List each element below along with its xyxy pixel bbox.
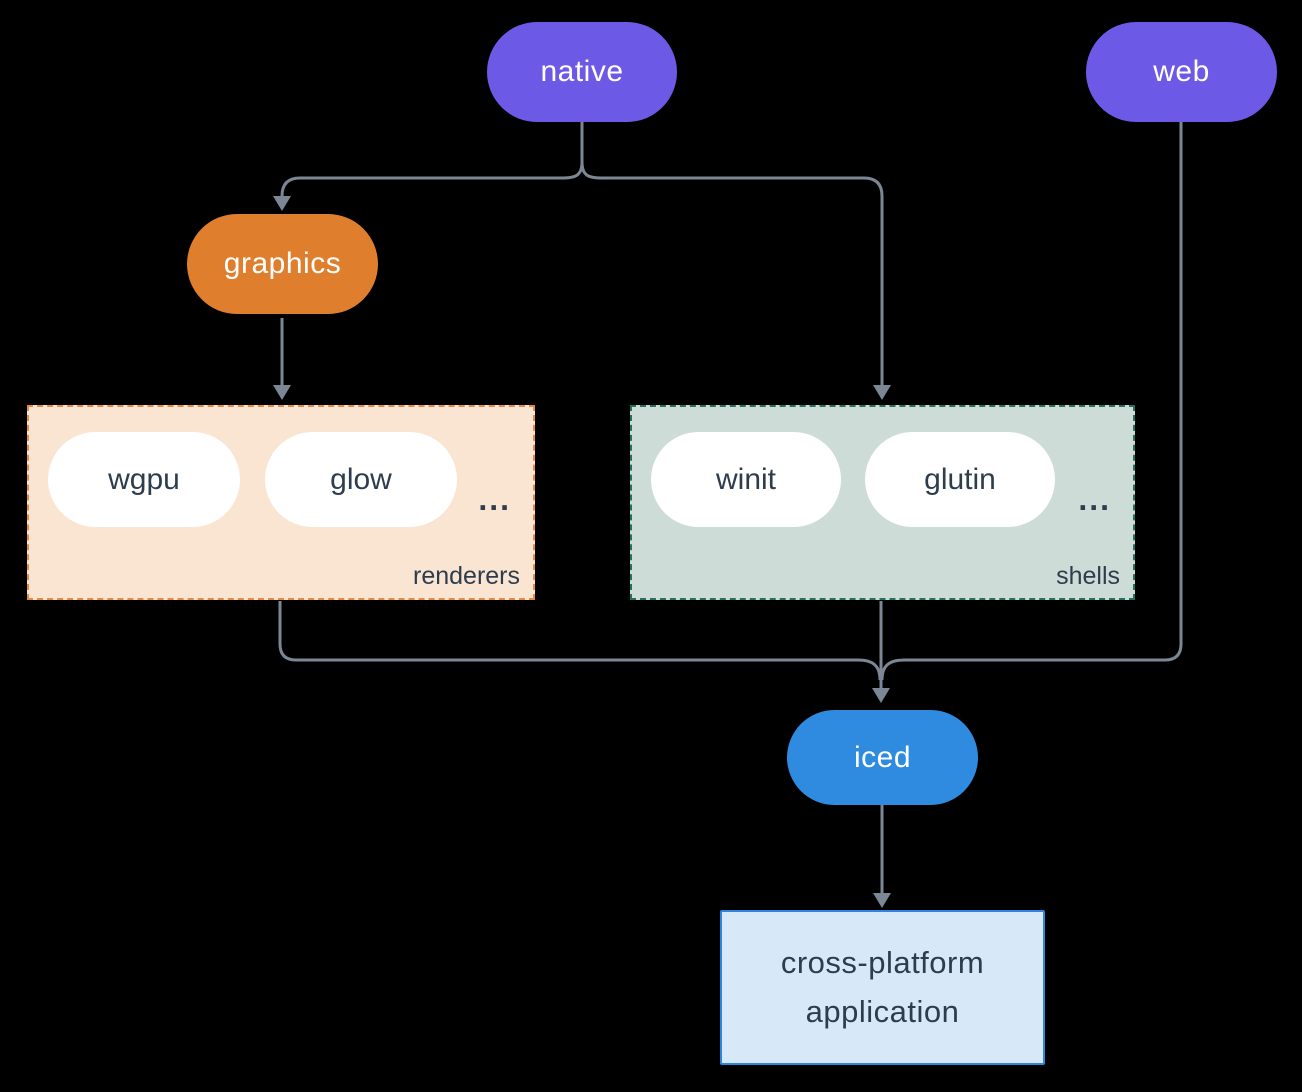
arrowhead-graphics	[273, 196, 291, 211]
node-winit: winit	[651, 432, 841, 527]
node-glow: glow	[265, 432, 457, 527]
node-cross-platform-application: cross-platform application	[720, 910, 1045, 1065]
node-glutin: glutin	[865, 432, 1055, 527]
renderers-label: renderers	[413, 562, 520, 590]
node-web: web	[1086, 22, 1277, 122]
shells-label: shells	[1056, 562, 1120, 590]
node-graphics: graphics	[187, 214, 378, 314]
arrowhead-renderers	[273, 385, 291, 400]
arrowhead-application	[873, 893, 891, 908]
edge-native-shells	[580, 161, 884, 386]
node-iced: iced	[787, 710, 978, 805]
arrowhead-shells	[873, 385, 891, 400]
edge-renderers-iced	[278, 601, 882, 681]
renderers-ellipsis: ...	[478, 480, 511, 517]
shells-ellipsis: ...	[1078, 480, 1111, 517]
group-shells: winit glutin ... shells	[630, 405, 1135, 600]
node-wgpu: wgpu	[48, 432, 240, 527]
node-native: native	[487, 22, 677, 122]
edge-native-graphics	[280, 161, 584, 197]
arrowhead-iced	[872, 688, 890, 703]
edge-web-iced	[880, 122, 1183, 681]
group-renderers: wgpu glow ... renderers	[27, 405, 535, 600]
